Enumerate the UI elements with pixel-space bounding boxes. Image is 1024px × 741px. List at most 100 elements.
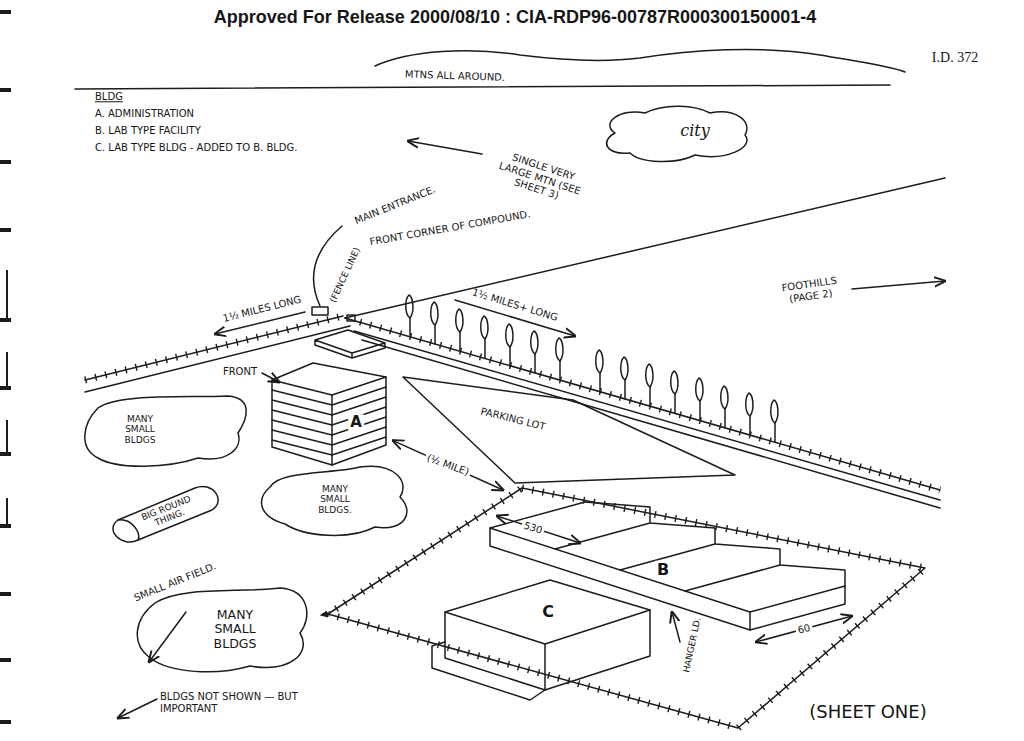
tree [531, 331, 538, 373]
building-cluster: MANY SMALL BLDGS. [255, 462, 415, 542]
outline-stroke [607, 106, 747, 161]
margin-mark [0, 88, 11, 92]
fence-line [85, 316, 343, 380]
tree [456, 309, 463, 351]
node-text: C [542, 603, 554, 621]
legend-heading: BLDG [95, 91, 123, 103]
tree [556, 338, 563, 380]
fence-note: (FENCE LINE) [328, 246, 363, 304]
building-cluster: MANY SMALL BLDGS [78, 388, 258, 476]
fence-ticks [85, 316, 343, 380]
outline-stroke [113, 486, 218, 542]
document-id: I.D. 372 [932, 50, 978, 66]
legend-entry: C. LAB TYPE BLDG - ADDED TO B. BLDG. [95, 142, 298, 154]
outline-stroke [137, 588, 307, 672]
margin-mark [6, 498, 8, 526]
mountain-note: SINGLE VERY LARGE MTN (SEE SHEET 3) [493, 148, 587, 208]
margin-mark [0, 720, 11, 724]
node-outline [595, 103, 757, 167]
mountain-note: MTNS ALL AROUND. [405, 69, 506, 84]
airfield-note: SMALL AIR FIELD. [132, 560, 217, 603]
outline-stroke [545, 610, 650, 690]
margin-mark [6, 270, 8, 320]
road-line [345, 178, 945, 318]
mountain-pointer [408, 141, 482, 154]
node-outline [268, 355, 393, 470]
sheet-number: (SHEET ONE) [809, 702, 926, 723]
node-text: A [348, 414, 364, 431]
entrance-note: MAIN ENTRANCE. [353, 183, 437, 226]
outline-stroke [445, 580, 650, 644]
length-note: 1½ MILES LONG [222, 294, 303, 325]
release-header: Approved For Release 2000/08/10 : CIA-RD… [214, 7, 816, 28]
compound-fence-ticks [328, 488, 925, 728]
node-text: city [680, 122, 710, 140]
margin-mark [0, 524, 11, 528]
hangar-note: HANGER LD. [681, 616, 703, 673]
compound-fence [328, 488, 925, 728]
legend-entry: A. ADMINISTRATION [95, 108, 194, 120]
foothills-pointer [852, 281, 945, 289]
unshown-note: BLDGS NOT SHOWN — BUT IMPORTANT [160, 691, 310, 714]
road-line [362, 340, 940, 508]
node-text: MANY SMALL BLDGS [203, 608, 267, 651]
tree [671, 371, 678, 413]
node-outline [430, 572, 665, 712]
margin-mark [0, 658, 11, 662]
margin-mark [0, 160, 11, 164]
foothills-note: FOOTHILLS (PAGE 2) [774, 274, 847, 307]
entrance-gate [312, 307, 328, 315]
outline-stroke [272, 363, 386, 395]
road-line [85, 326, 350, 392]
outline-stroke [432, 642, 545, 700]
tree [431, 302, 438, 344]
margin-mark [0, 592, 11, 596]
margin-mark [6, 352, 8, 388]
outline-stroke [555, 523, 780, 591]
tree [621, 357, 628, 399]
dimension-line [497, 516, 580, 543]
outline-stroke [262, 466, 407, 535]
node-text: B [655, 561, 671, 579]
tree [771, 400, 778, 442]
fence-ticks [360, 322, 940, 490]
node-text: MANY SMALL BLDGS. [309, 484, 361, 515]
outline-stroke [750, 586, 845, 630]
lab-building: B [485, 490, 855, 640]
node-text: MANY SMALL BLDGS [115, 414, 165, 445]
lab-annex: C [430, 572, 665, 712]
margin-mark [0, 386, 11, 390]
tree [746, 393, 753, 435]
outline-stroke [445, 612, 545, 690]
outline-stroke [85, 396, 246, 466]
margin-mark [0, 10, 11, 14]
dimension-label: 60 [794, 621, 813, 636]
fence-note: FRONT CORNER OF COMPOUND. [369, 208, 531, 248]
entrance-gate [347, 315, 355, 321]
tree [721, 386, 728, 428]
front-note: FRONT [223, 366, 257, 378]
road-line [354, 331, 940, 500]
airfield-pointer [149, 612, 186, 662]
margin-mark [0, 318, 11, 322]
tree [406, 295, 413, 337]
outline-stroke [490, 528, 750, 630]
node-outline [78, 388, 258, 476]
tree [646, 364, 653, 406]
tree [506, 324, 513, 366]
distance-label: (½ MILE) [423, 452, 472, 479]
roof-block [315, 330, 385, 358]
horizon-line [75, 85, 890, 89]
round-tank: BIG ROUND THING. [100, 478, 230, 548]
hangar-pointer [672, 612, 680, 642]
margin-mark [0, 228, 11, 232]
node-text: PARKING LOT [479, 405, 546, 432]
tree-row [406, 295, 778, 442]
tree [481, 316, 488, 358]
margin-marks [0, 10, 11, 724]
margin-mark [6, 420, 8, 454]
tree [596, 350, 603, 392]
outline-stroke [403, 377, 735, 483]
mountain-ridge [375, 49, 905, 72]
city-cloud: city [595, 103, 757, 167]
